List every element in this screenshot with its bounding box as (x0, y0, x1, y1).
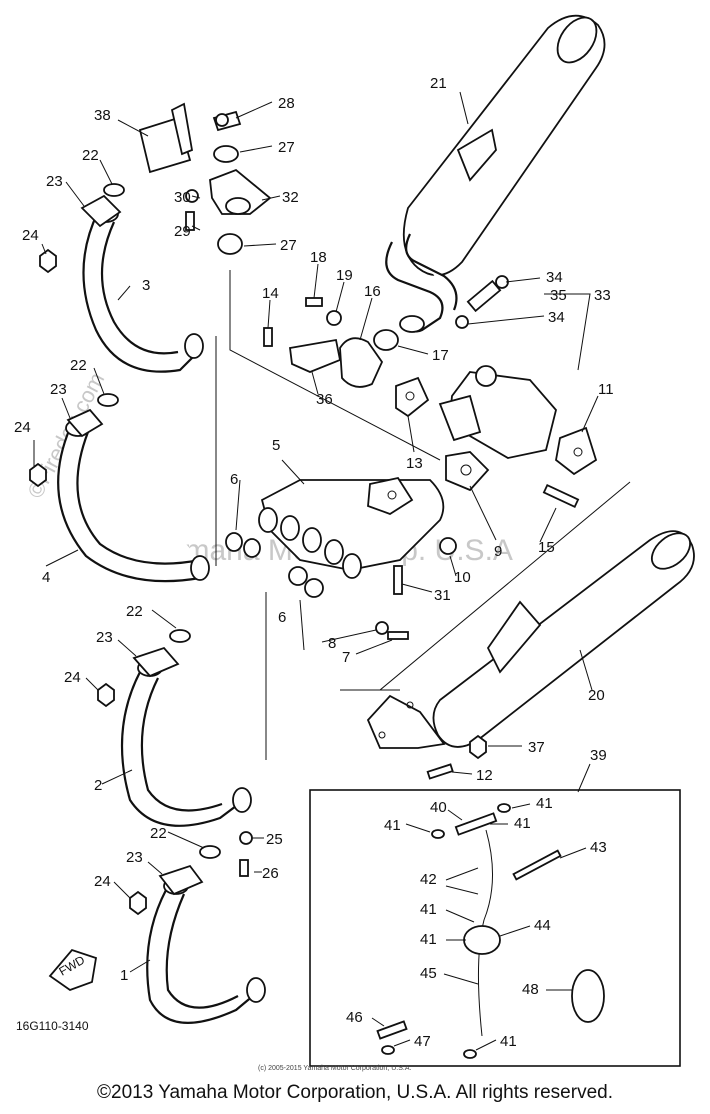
gaskets-22 (97, 183, 221, 859)
callout-33: 33 (594, 287, 611, 304)
small-bolts (239, 621, 487, 877)
callout-37: 37 (528, 739, 545, 756)
clamps-23 (66, 194, 204, 896)
callout-45: 45 (420, 965, 437, 982)
callout-23: 23 (126, 849, 143, 866)
callout-10: 10 (454, 569, 471, 586)
callout-41: 41 (536, 795, 553, 812)
callout-28: 28 (278, 95, 295, 112)
callout-21: 21 (430, 75, 447, 92)
callout-41: 41 (500, 1033, 517, 1050)
callouts: 3 22 23 24 22 23 24 4 22 23 24 2 22 23 2… (14, 75, 614, 1050)
exhaust-pipe-4 (57, 419, 210, 583)
callout-24: 24 (14, 419, 31, 436)
callout-40: 40 (430, 799, 447, 816)
callout-5: 5 (272, 437, 280, 454)
callout-7: 7 (342, 649, 350, 666)
callout-9: 9 (494, 543, 502, 560)
callout-22: 22 (150, 825, 167, 842)
callout-43: 43 (590, 839, 607, 856)
callout-32: 32 (282, 189, 299, 206)
joint-group (263, 297, 399, 388)
callout-6: 6 (230, 471, 238, 488)
muffler-21 (385, 14, 606, 333)
callout-41: 41 (384, 817, 401, 834)
collector-5 (258, 476, 445, 579)
callout-27: 27 (278, 139, 295, 156)
bracket-group (138, 102, 272, 255)
callout-15: 15 (538, 539, 555, 556)
callout-46: 46 (346, 1009, 363, 1026)
callout-47: 47 (414, 1033, 431, 1050)
callout-17: 17 (432, 347, 449, 364)
callout-26: 26 (262, 865, 279, 882)
callout-6: 6 (278, 609, 286, 626)
callout-20: 20 (588, 687, 605, 704)
callout-13: 13 (406, 455, 423, 472)
muffler-20 (366, 530, 695, 749)
callout-23: 23 (50, 381, 67, 398)
callout-42: 42 (420, 871, 437, 888)
callout-41: 41 (420, 901, 437, 918)
callout-30: 30 (174, 189, 191, 206)
exhaust-parts-diagram: Yamaha Motor Corp. U.S.A ©Firedog.com (14, 14, 695, 1072)
callout-16: 16 (364, 283, 381, 300)
callout-44: 44 (534, 917, 551, 934)
callout-18: 18 (310, 249, 327, 266)
callout-24: 24 (22, 227, 39, 244)
exhaust-pipe-2 (120, 659, 252, 827)
callout-29: 29 (174, 223, 191, 240)
callout-34: 34 (548, 309, 565, 326)
nuts-24 (29, 248, 147, 916)
callout-14: 14 (262, 285, 279, 302)
callout-25: 25 (266, 831, 283, 848)
callout-39: 39 (590, 747, 607, 764)
callout-22: 22 (82, 147, 99, 164)
callout-23: 23 (46, 173, 63, 190)
callout-19: 19 (336, 267, 353, 284)
callout-38: 38 (94, 107, 111, 124)
exhaust-pipe-1 (146, 877, 266, 1024)
leader-lines (33, 91, 631, 1051)
callout-24: 24 (94, 873, 111, 890)
gaskets-6 (225, 532, 324, 598)
callout-34: 34 (546, 269, 563, 286)
callout-48: 48 (522, 981, 539, 998)
callout-36: 36 (316, 391, 333, 408)
callout-1: 1 (120, 967, 128, 984)
callout-23: 23 (96, 629, 113, 646)
copyright-footer: ©2013 Yamaha Motor Corporation, U.S.A. A… (97, 1082, 613, 1103)
callout-8: 8 (328, 635, 336, 652)
callout-41: 41 (514, 815, 531, 832)
callout-27: 27 (280, 237, 297, 254)
inset-box-39 (309, 789, 681, 1067)
diagram-code: 16G110-3140 (16, 1019, 89, 1033)
callout-22: 22 (126, 603, 143, 620)
callout-3: 3 (142, 277, 150, 294)
callout-22: 22 (70, 357, 87, 374)
callout-24: 24 (64, 669, 81, 686)
callout-11: 11 (598, 381, 614, 398)
small-credit: (c) 2005-2015 Yamaha Motor Corporation, … (258, 1065, 411, 1072)
callout-4: 4 (42, 569, 50, 586)
callout-35: 35 (550, 287, 567, 304)
valve-group (393, 275, 598, 595)
callout-2: 2 (94, 777, 102, 794)
fwd-arrow: FWD (48, 948, 98, 992)
callout-41: 41 (420, 931, 437, 948)
callout-31: 31 (434, 587, 451, 604)
callout-12: 12 (476, 767, 493, 784)
